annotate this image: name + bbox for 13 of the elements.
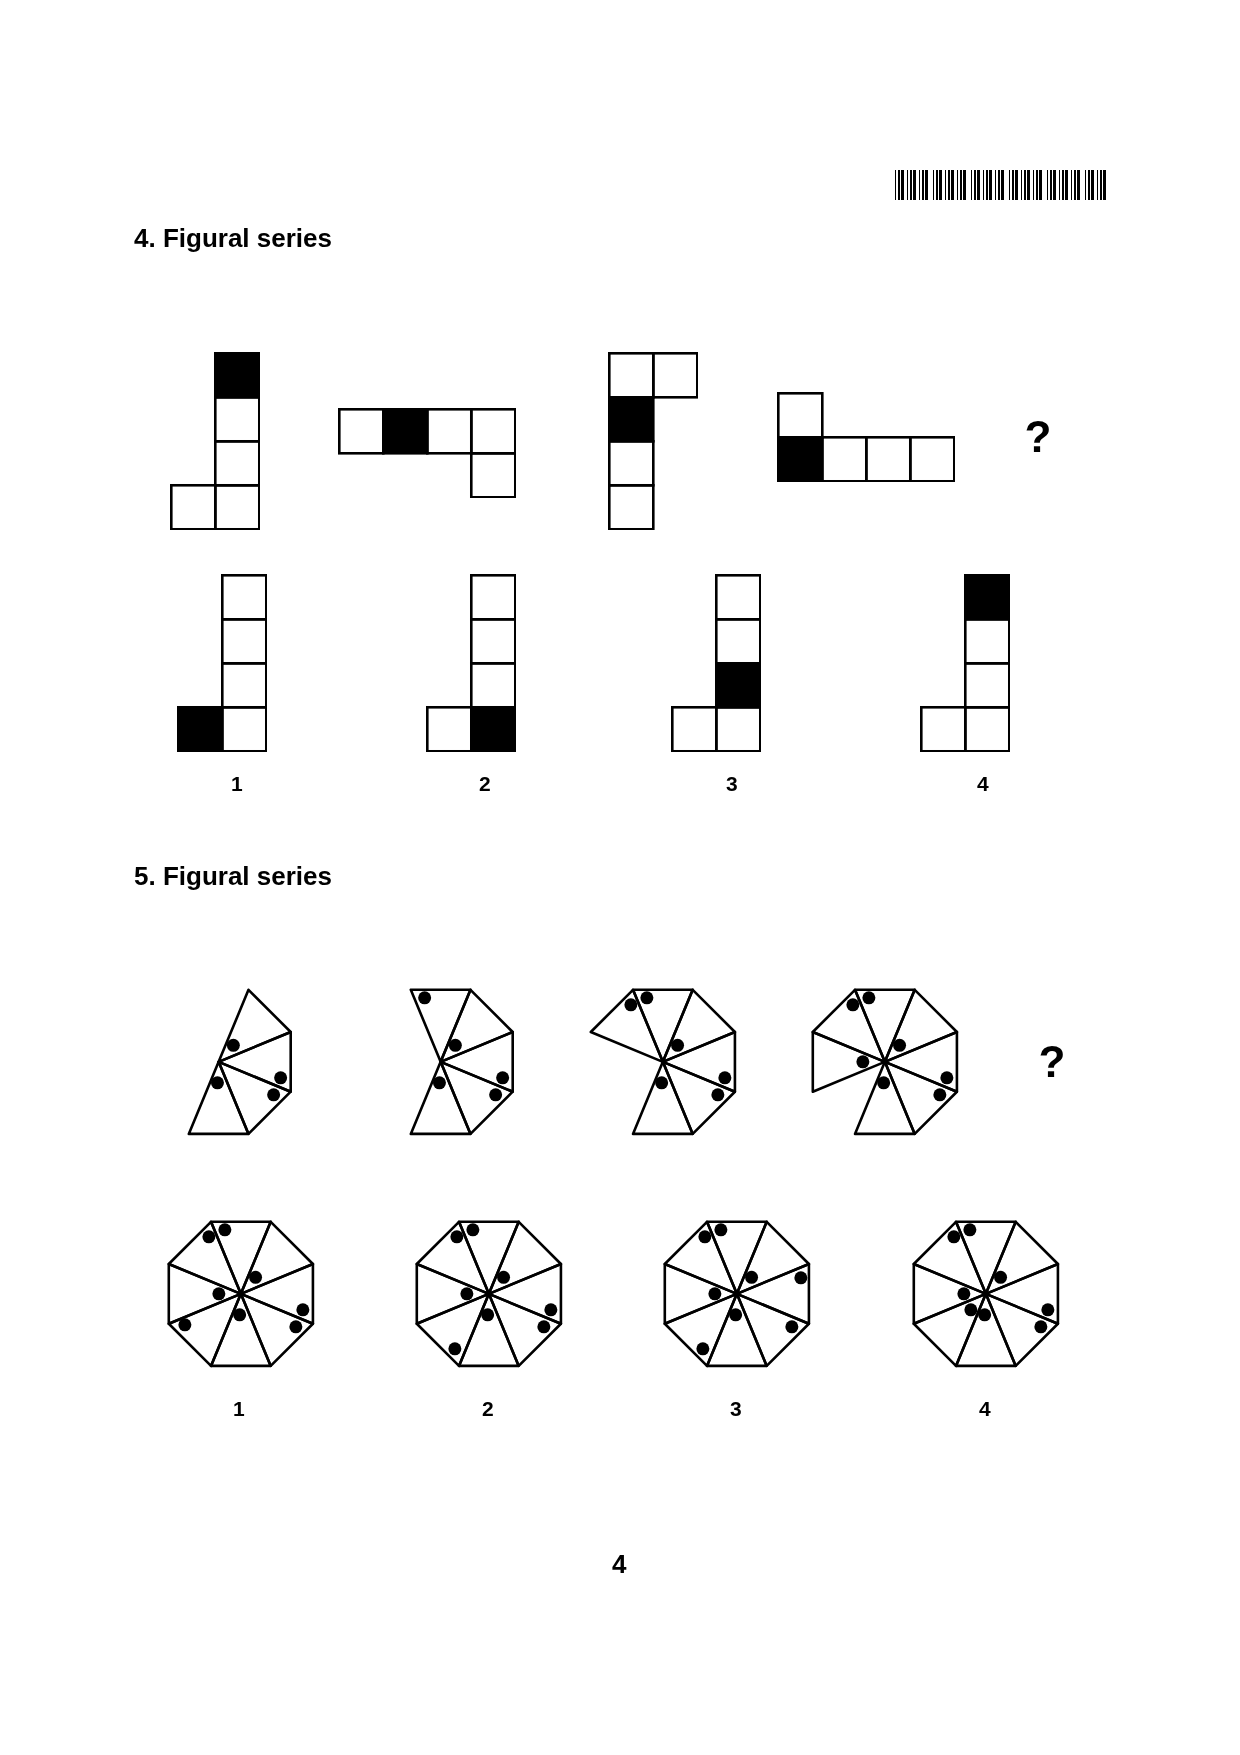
section-heading: 4. Figural series bbox=[134, 225, 332, 251]
question-mark: ? bbox=[1038, 1039, 1066, 1084]
option-number: 1 bbox=[231, 773, 243, 795]
option-number: 2 bbox=[482, 1398, 494, 1420]
option-number: 3 bbox=[730, 1398, 742, 1420]
option-number: 2 bbox=[479, 773, 491, 795]
option-number: 4 bbox=[979, 1398, 991, 1420]
option-number: 4 bbox=[977, 773, 989, 795]
question-mark: ? bbox=[1024, 414, 1052, 459]
page-number: 4 bbox=[612, 1551, 627, 1577]
option-number: 1 bbox=[233, 1398, 245, 1420]
section-heading: 5. Figural series bbox=[134, 863, 332, 889]
option-number: 3 bbox=[726, 773, 738, 795]
